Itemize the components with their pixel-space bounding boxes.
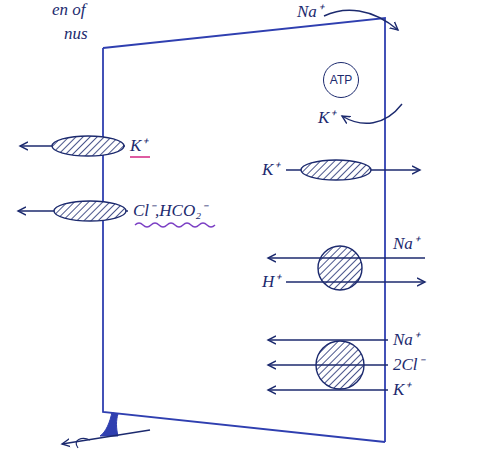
ion-label: Cl⁻,HCO₂⁻ [133, 201, 207, 221]
note-text: nus [64, 24, 88, 44]
scribble [76, 438, 90, 448]
channel [54, 201, 126, 221]
membrane-mark [100, 412, 118, 436]
ion-label: Na⁺ [393, 330, 419, 350]
ion-label: K⁺ [262, 160, 279, 180]
antiporter [318, 246, 362, 290]
flux-arrow [268, 389, 388, 390]
ion-label: K⁺ [130, 136, 147, 156]
underline [130, 156, 150, 158]
ion-label: 2Cl⁻ [393, 355, 424, 375]
ion-label: Na⁺ [393, 234, 419, 254]
arrow [62, 430, 150, 444]
flux-arrow [268, 364, 388, 365]
ion-label: K⁺ [318, 108, 335, 128]
membrane-outline [103, 48, 385, 442]
pump-label: ATP [330, 73, 352, 87]
flux-arrow [268, 257, 425, 258]
ion-label: H⁺ [262, 272, 280, 292]
flux-arrow [286, 281, 425, 282]
flux-arrow [324, 10, 398, 30]
wavy-underline [135, 223, 215, 227]
flux-arrow [342, 104, 402, 123]
ion-label: Na⁺ [297, 2, 323, 22]
flux-arrow [268, 339, 388, 340]
channel [301, 160, 371, 180]
ion-label: K⁺ [393, 380, 410, 400]
membrane-outline [103, 18, 385, 442]
channel [52, 136, 124, 156]
pump-circle: ATP [323, 62, 359, 98]
note-text: en of [52, 0, 86, 20]
